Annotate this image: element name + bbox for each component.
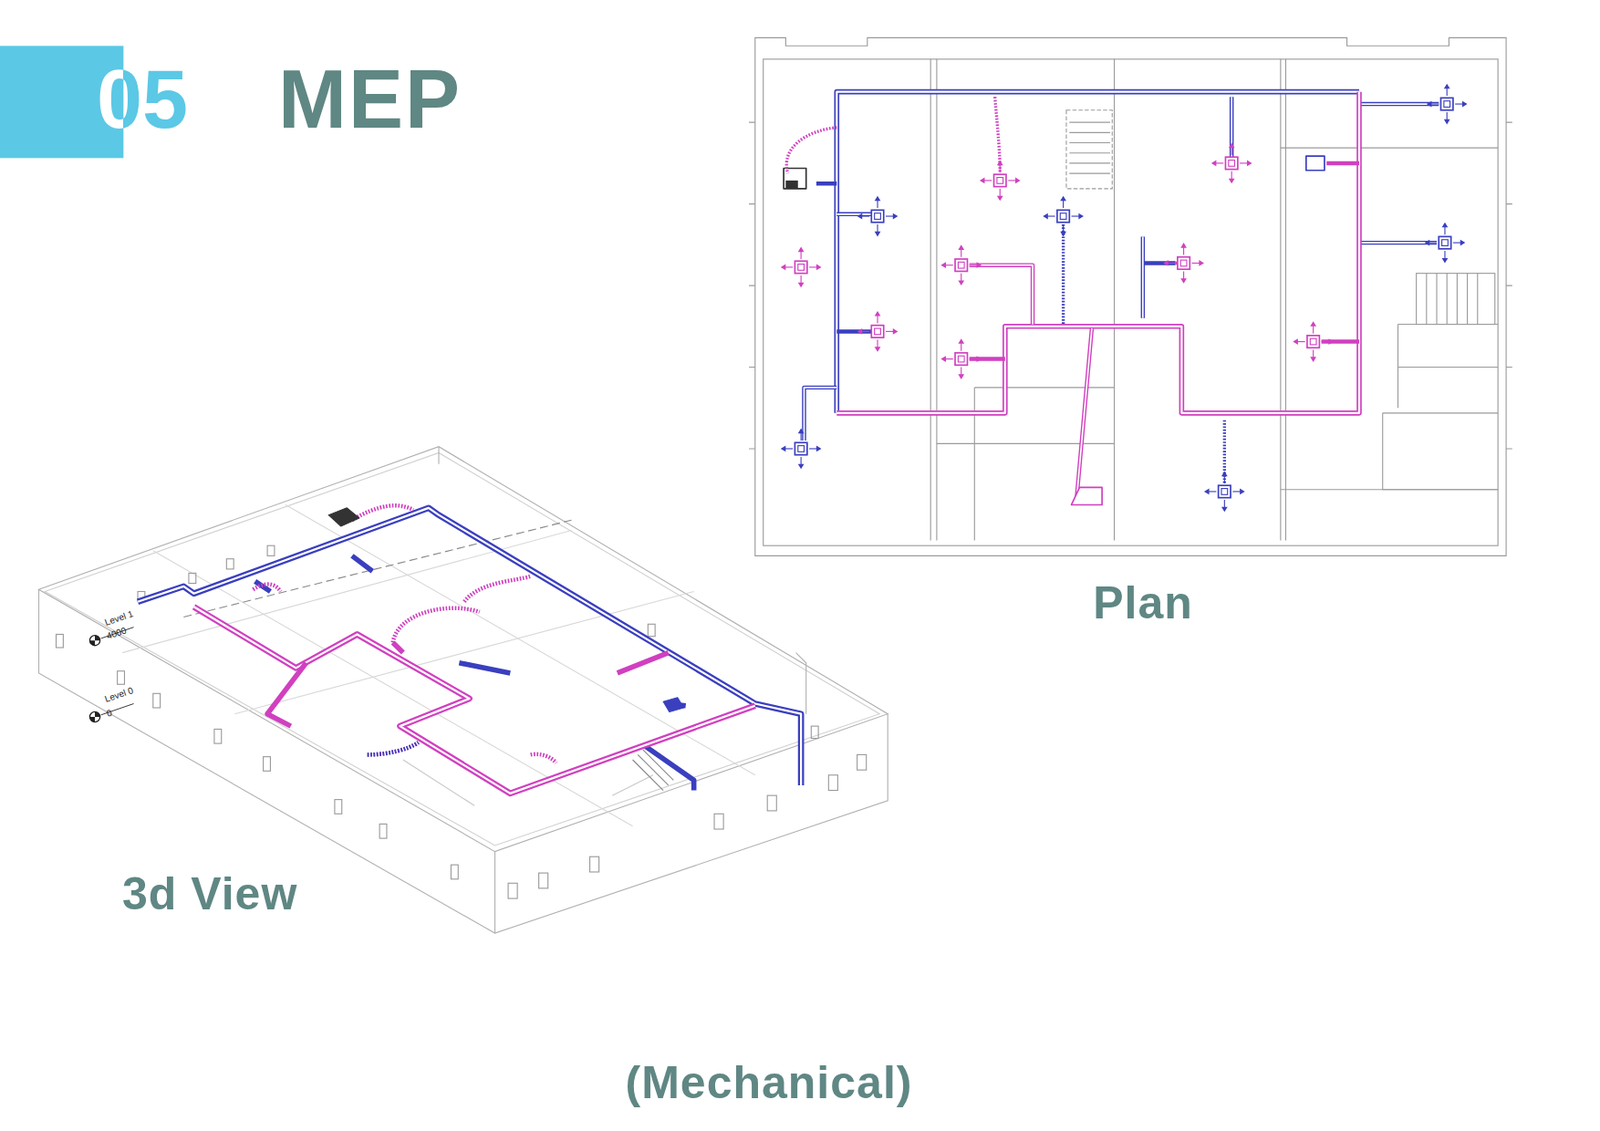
ducts-3d — [137, 505, 801, 794]
return-duct — [786, 92, 1360, 506]
level-markers — [89, 627, 134, 723]
page-title: MEP — [278, 58, 462, 141]
floor-plan — [748, 37, 1513, 556]
level-name: Level 1 — [103, 609, 136, 628]
level-elevation: 0 — [105, 708, 115, 719]
view-title: 3d View — [122, 871, 298, 917]
diffusers — [780, 83, 1468, 513]
section-number: 05 — [96, 58, 188, 141]
view-title: Plan — [1092, 580, 1194, 626]
windows-3d — [56, 545, 867, 899]
supply-duct — [783, 92, 1439, 485]
page-caption: (Mechanical) — [625, 1059, 914, 1106]
level-name: Level 0 — [103, 685, 136, 705]
building-3d — [39, 446, 889, 934]
